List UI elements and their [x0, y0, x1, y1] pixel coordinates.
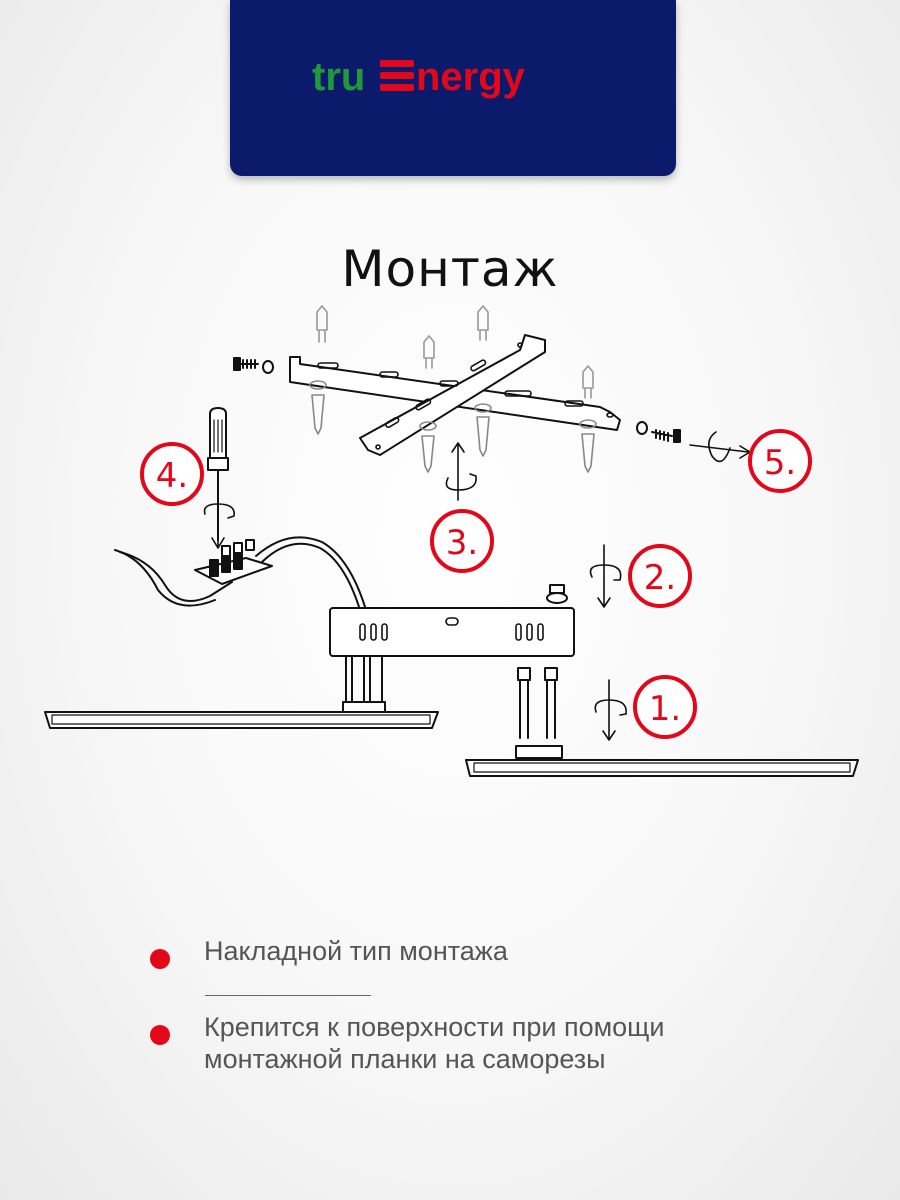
mounting-diagram: 1. 2. 3. 4. 5.: [44, 305, 859, 777]
logo-e-mark: [380, 60, 414, 91]
list-item-text: Накладной тип монтажа: [204, 936, 508, 966]
brand-banner: tru nergy: [230, 0, 676, 176]
end-screw-left: [233, 357, 274, 374]
logo-text-green: tru: [312, 55, 365, 99]
step-marker-2: 2.: [628, 544, 692, 608]
list-item-text: Крепится к поверхности при помощи монтаж…: [204, 1012, 665, 1074]
step-marker-5: 5.: [748, 429, 812, 493]
nut: [546, 584, 568, 604]
step-label-5: 5.: [764, 443, 796, 483]
step-marker-4: 4.: [140, 442, 204, 506]
divider: [205, 995, 371, 996]
list-item: Накладной тип монтажа: [150, 935, 744, 969]
step-marker-3: 3.: [430, 509, 494, 573]
step-label-2: 2.: [644, 558, 676, 598]
driver-box: [329, 607, 575, 713]
self-tapping-screws: [309, 380, 597, 473]
bullet-dot: [150, 949, 170, 969]
list-item: Крепится к поверхности при помощи монтаж…: [150, 1011, 744, 1075]
wires-and-terminal-block: [114, 536, 367, 611]
brand-logo: tru nergy: [312, 55, 526, 99]
step-label-3: 3.: [446, 523, 478, 563]
step-label-1: 1.: [649, 689, 681, 729]
mounting-bracket: [289, 334, 621, 456]
bullet-dot: [150, 1025, 170, 1045]
screwdriver-icon: [207, 407, 229, 541]
panel-right: [465, 667, 859, 777]
step-label-4: 4.: [156, 456, 188, 496]
step-markers: 1. 2. 3. 4. 5.: [140, 429, 812, 739]
step-marker-1: 1.: [633, 675, 697, 739]
panel-left: [44, 711, 439, 729]
wall-dowels: [316, 305, 594, 399]
end-screw-right: [636, 421, 681, 443]
logo-text-red: nergy: [416, 55, 526, 99]
page-title: Монтаж: [341, 240, 559, 298]
